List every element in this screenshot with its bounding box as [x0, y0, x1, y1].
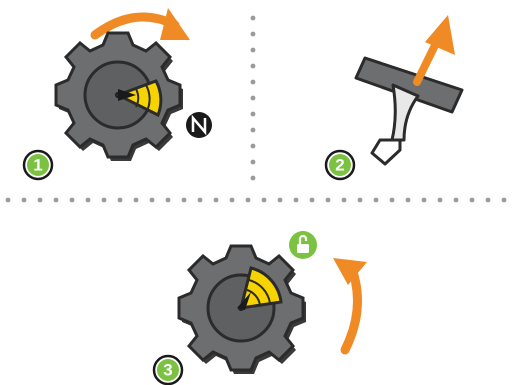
separator-dot [251, 112, 256, 117]
separator-dot [6, 198, 11, 203]
separator-dot [118, 198, 123, 203]
separator-dot [310, 198, 315, 203]
step-1-panel: 1 [24, 8, 212, 179]
separator-dot [251, 160, 256, 165]
separator-dot [374, 198, 379, 203]
separator-dot [251, 96, 256, 101]
separator-dot [86, 198, 91, 203]
knob-icon [56, 33, 183, 161]
pull-arrow-icon [417, 15, 455, 82]
separator-dot [102, 198, 107, 203]
separator-dot [502, 198, 507, 203]
separator-dot [278, 198, 283, 203]
separator-dot [214, 198, 219, 203]
separator-dot [182, 198, 187, 203]
separator-dot [198, 198, 203, 203]
separator-dot [150, 198, 155, 203]
separator-dot [22, 198, 27, 203]
separator-dot [251, 144, 256, 149]
separator-dot [406, 198, 411, 203]
separator-dot [251, 64, 256, 69]
separator-dot [454, 198, 459, 203]
step-3-badge: 3 [154, 356, 182, 384]
separator-dot [251, 80, 256, 85]
separator-dot [358, 198, 363, 203]
separator-dot [230, 198, 235, 203]
lever-icon [356, 58, 462, 164]
separator-dot [486, 198, 491, 203]
step-3-number: 3 [163, 361, 172, 380]
n-mode-icon [186, 112, 212, 138]
step-1-badge: 1 [24, 151, 52, 179]
separator-dot [251, 48, 256, 53]
lock-icon [289, 231, 317, 259]
separator-dot [326, 198, 331, 203]
separator-dot [38, 198, 43, 203]
separator-dot [470, 198, 475, 203]
knob-icon [179, 246, 306, 374]
step-2-panel: 2 [326, 15, 462, 179]
step-2-number: 2 [335, 156, 344, 175]
separator-dot [422, 198, 427, 203]
separator-dot [134, 198, 139, 203]
separator-dot [438, 198, 443, 203]
horizontal-separator [6, 198, 507, 203]
separator-dot [342, 198, 347, 203]
separator-dot [246, 198, 251, 203]
separator-dot [251, 128, 256, 133]
separator-dot [166, 198, 171, 203]
rotate-arrow-icon [333, 258, 367, 350]
separator-dot [54, 198, 59, 203]
step-3-panel: 3 [154, 231, 367, 384]
step-2-badge: 2 [326, 151, 354, 179]
separator-dot [390, 198, 395, 203]
vertical-separator [251, 16, 256, 181]
separator-dot [251, 16, 256, 21]
separator-dot [251, 32, 256, 37]
separator-dot [262, 198, 267, 203]
step-1-number: 1 [33, 156, 42, 175]
separator-dot [294, 198, 299, 203]
separator-dot [251, 176, 256, 181]
separator-dot [70, 198, 75, 203]
